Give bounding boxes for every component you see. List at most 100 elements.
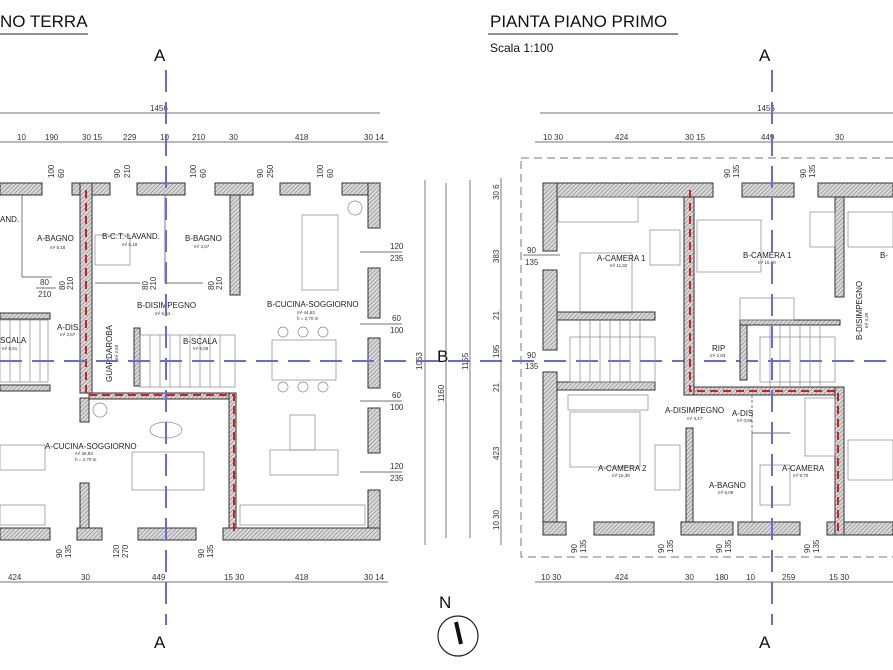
room-label: A-DISIMPEGNO [665, 406, 724, 415]
room-area: m² 11,82 [610, 263, 628, 268]
dim: 21 [492, 383, 501, 392]
dim: 60 [326, 169, 335, 178]
section-mark-a: A [154, 46, 166, 65]
scale-label: Scala 1:100 [490, 41, 554, 55]
dim: 229 [123, 133, 137, 142]
room-area: m² 6,18 [122, 242, 138, 247]
room-area: m² 15,60 [758, 260, 776, 265]
room-label: A-DIS [732, 409, 753, 418]
dim: 30 6 [492, 184, 501, 200]
dim: 100 [47, 164, 56, 178]
ground-floor-title: NO TERRA [0, 12, 88, 31]
dim: 235 [390, 474, 404, 483]
dim: 135 [732, 164, 741, 178]
room-label: B- [880, 251, 888, 260]
dim: 270 [121, 544, 130, 558]
furniture [557, 196, 893, 506]
dim: 424 [615, 133, 629, 142]
furniture [0, 200, 366, 526]
dim: 80 [40, 278, 49, 287]
dim: 30 [685, 573, 694, 582]
dim: 10 30 [492, 509, 501, 530]
room-area: m² 5,54 [155, 311, 171, 316]
dim: 90 [527, 246, 536, 255]
dim: 120 [390, 242, 404, 251]
dim: 100 [390, 326, 404, 335]
room-area: m² 6,01 [2, 346, 18, 351]
section-mark-a: A [759, 633, 771, 652]
dim: 10 [17, 133, 26, 142]
ground-floor-plan: NO TERRA 1456 10 190 30 15 229 10 210 30… [0, 12, 471, 652]
dim: 60 [199, 169, 208, 178]
dim: 190 [45, 133, 59, 142]
room-labels: A-CAMERA 1 m² 11,82 B-CAMERA 1 m² 15,60 … [597, 251, 888, 495]
room-label: RIP [712, 344, 725, 353]
dim: 90 [113, 169, 122, 178]
dim: 195 [492, 344, 501, 358]
dim: 135 [724, 539, 733, 553]
room-label: SCALA [0, 336, 27, 345]
dim: 90 [55, 549, 64, 558]
dim: 210 [149, 276, 158, 290]
dim: 90 [197, 549, 206, 558]
dim: 100 [189, 164, 198, 178]
dim: 90 [803, 544, 812, 553]
room-label: A-DIS. [57, 323, 81, 332]
room-area: m² 6,08 [193, 346, 209, 351]
dim: 90 [570, 544, 579, 553]
walls [542, 182, 893, 536]
dim: 135 [525, 258, 539, 267]
dim: 10 [160, 133, 169, 142]
dim: 15 30 [224, 573, 245, 582]
room-label: B-C.T.-LAVAND. [102, 232, 160, 241]
dim: 21 [492, 311, 501, 320]
room-label: B-BAGNO [185, 234, 222, 243]
dim: 100 [390, 403, 404, 412]
dim: 10 [746, 573, 755, 582]
first-floor-plan: PIANTA PIANO PRIMO Scala 1:100 1456 10 3… [488, 12, 893, 652]
dim: 90 [723, 169, 732, 178]
room-height: h = 2,70 m [75, 457, 97, 462]
top-dimensions: 10 30 424 30 15 449 30 [543, 133, 844, 142]
section-mark-b: B [437, 347, 448, 366]
walls [0, 182, 381, 541]
dim: 120 [112, 544, 121, 558]
room-label: B-CUCINA-SOGGIORNO [267, 300, 359, 309]
top-window-dimensions: 100 60 90 210 100 60 90 250 100 60 [47, 164, 335, 178]
north-arrow-icon: N [437, 593, 479, 657]
dim: 30 14 [364, 133, 385, 142]
room-area: m² 15,39 [612, 473, 630, 478]
dim: 135 [812, 539, 821, 553]
dim: 135 [525, 362, 539, 371]
dim: 80 [141, 281, 150, 290]
room-area: m² 5,09 [718, 490, 734, 495]
room-area: m² 2,83 [710, 353, 726, 358]
bottom-dimensions: 424 30 449 15 30 418 30 14 [8, 573, 385, 582]
side-window-dimensions: 120 235 60 100 60 100 120 235 [360, 242, 404, 483]
left-window-dimensions: 90 135 90 135 [523, 246, 560, 371]
dim: 250 [266, 164, 275, 178]
dim: 30 15 [685, 133, 706, 142]
dim: 418 [295, 133, 309, 142]
dim: 15 30 [829, 573, 850, 582]
room-height: h = 2,70 m [297, 316, 319, 321]
room-area: m² 3,67 [60, 332, 76, 337]
room-label: A-CAMERA 1 [597, 254, 646, 263]
dim: 30 [81, 573, 90, 582]
first-floor-title: PIANTA PIANO PRIMO [490, 12, 667, 31]
dim: 80 [58, 281, 67, 290]
dim: 135 [666, 539, 675, 553]
room-area: m² 2,69 [114, 344, 119, 360]
dim: 90 [715, 544, 724, 553]
bottom-window-dimensions: 90 135 120 270 90 135 [55, 544, 215, 558]
compass-label: N [439, 593, 451, 612]
dim: 90 [799, 169, 808, 178]
room-labels: AND. A-BAGNO m² 5,18 B-C.T.-LAVAND. m² 6… [0, 215, 359, 462]
room-label: AND. [0, 215, 19, 224]
room-label: B-DISIMPEGNO [855, 281, 864, 340]
dim: 135 [579, 539, 588, 553]
dim: 383 [492, 249, 501, 263]
dim: 259 [782, 573, 796, 582]
section-mark-a: A [154, 633, 166, 652]
